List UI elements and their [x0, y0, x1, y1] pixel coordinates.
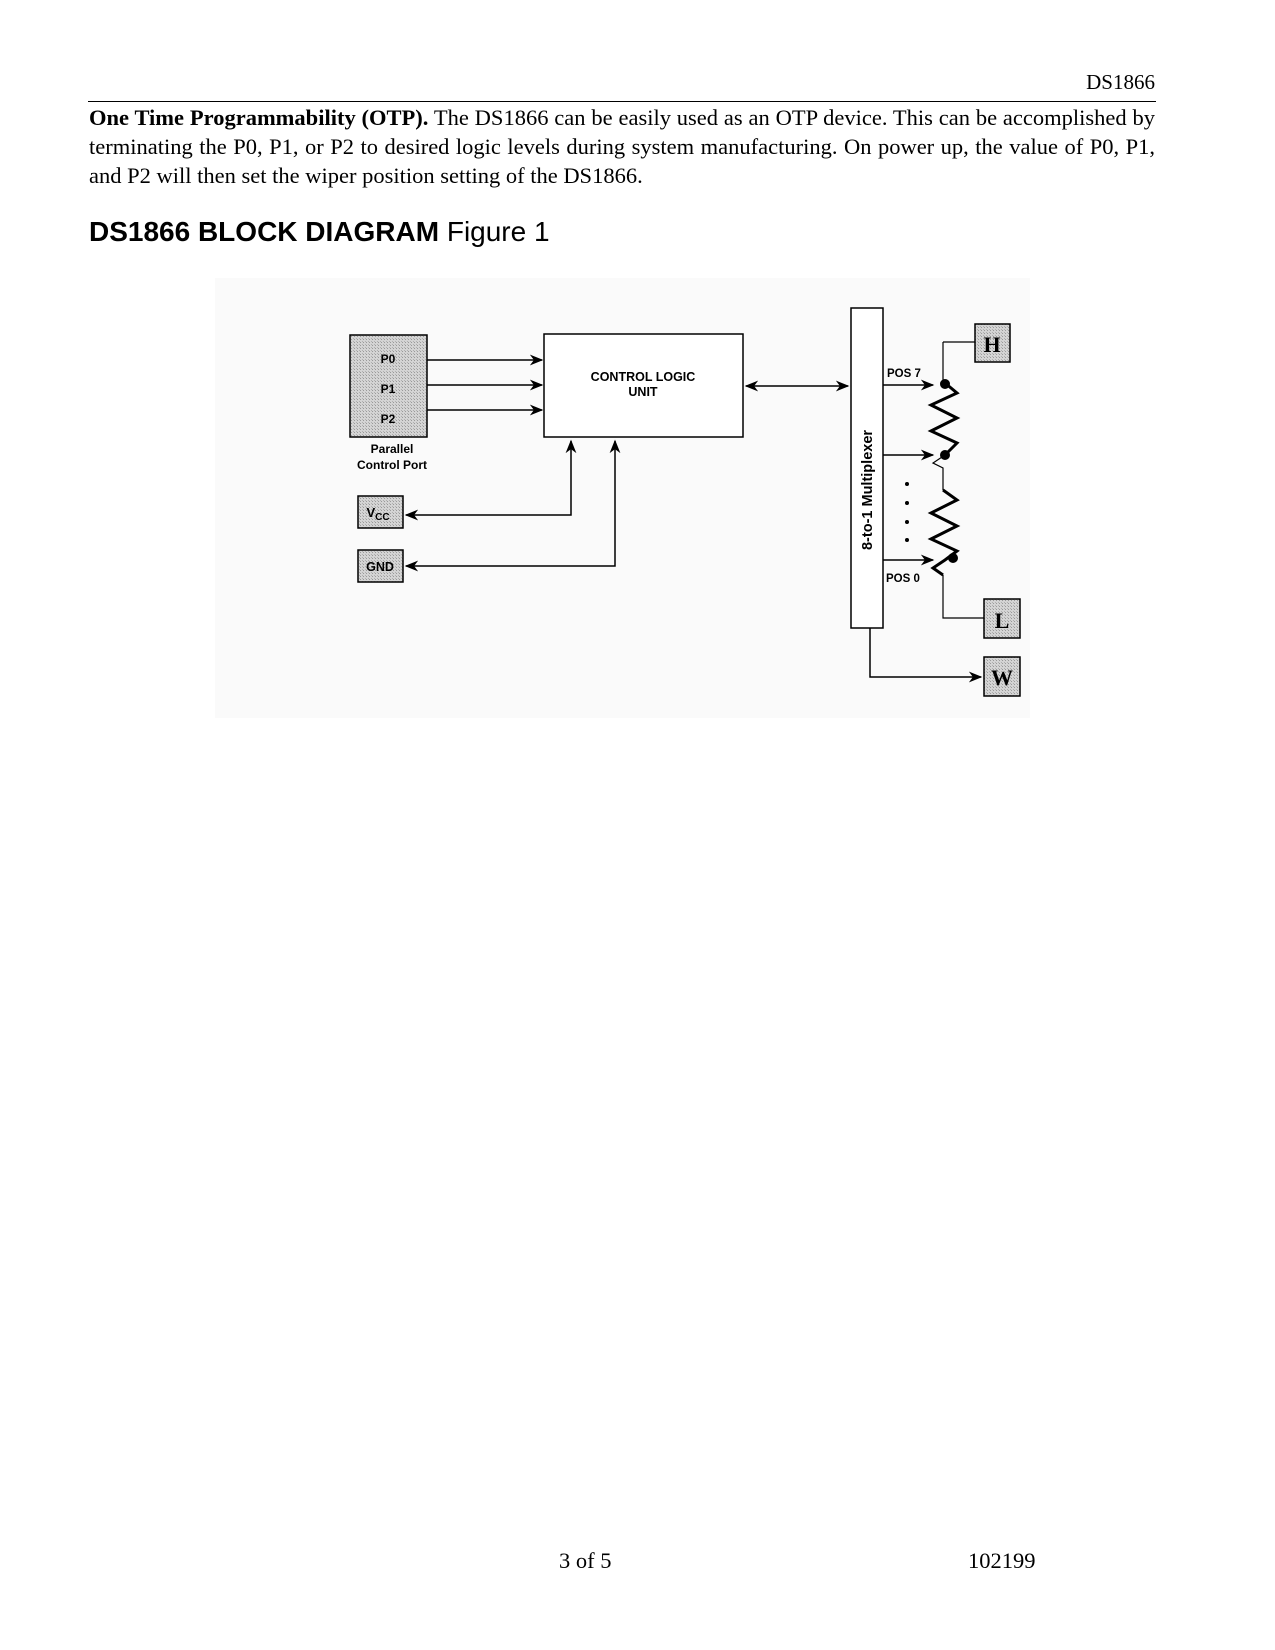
vcc-connection [404, 439, 577, 521]
otp-body: The DS1866 can be easily used as an OTP … [89, 105, 1155, 188]
figure-title: DS1866 BLOCK DIAGRAM Figure 1 [89, 216, 550, 248]
header-rule [88, 101, 1156, 102]
pin-p0: P0 [381, 352, 396, 366]
resistor-chain [927, 341, 984, 619]
pin-p1: P1 [381, 382, 396, 396]
gnd-label: GND [366, 560, 394, 574]
control-label-line1: CONTROL LOGIC [591, 370, 696, 384]
footer-doc-code: 102199 [968, 1548, 1036, 1573]
port-label-line2: Control Port [357, 458, 427, 472]
terminal-w-label: W [991, 665, 1013, 690]
svg-text:VCC: VCC [366, 505, 389, 523]
terminal-h: H [974, 323, 1011, 363]
otp-heading: One Time Programmability (OTP). [89, 105, 429, 130]
pos0-label: POS 0 [886, 573, 920, 585]
multiplexer: 8-to-1 Multiplexer [850, 307, 884, 629]
vcc-terminal: VCC [357, 495, 404, 529]
gnd-connection [404, 439, 621, 572]
terminal-l-label: L [995, 608, 1010, 633]
control-label-line2: UNIT [628, 385, 658, 399]
vcc-subscript: CC [375, 512, 389, 523]
wiper-dots [940, 379, 958, 563]
gnd-terminal: GND [357, 549, 404, 583]
figure-title-number: Figure 1 [439, 216, 550, 247]
otp-paragraph: One Time Programmability (OTP). The DS18… [89, 103, 1155, 190]
footer-page-number: 3 of 5 [559, 1548, 612, 1573]
terminal-l: L [983, 598, 1021, 639]
figure-title-bold: DS1866 BLOCK DIAGRAM [89, 216, 440, 247]
pos7-label: POS 7 [887, 368, 921, 380]
ellipsis-dots [905, 482, 909, 542]
vcc-label: V [366, 505, 375, 520]
running-header: DS1866 [1086, 70, 1155, 94]
port-label-line1: Parallel [371, 442, 414, 456]
control-logic-unit: CONTROL LOGIC UNIT [543, 333, 744, 438]
parallel-control-port: P0 P1 P2 [349, 334, 428, 438]
terminal-h-label: H [983, 332, 1000, 357]
pin-p2: P2 [381, 412, 396, 426]
multiplexer-label: 8-to-1 Multiplexer [860, 430, 876, 550]
terminal-w: W [983, 656, 1021, 697]
wiper-output [869, 628, 983, 683]
